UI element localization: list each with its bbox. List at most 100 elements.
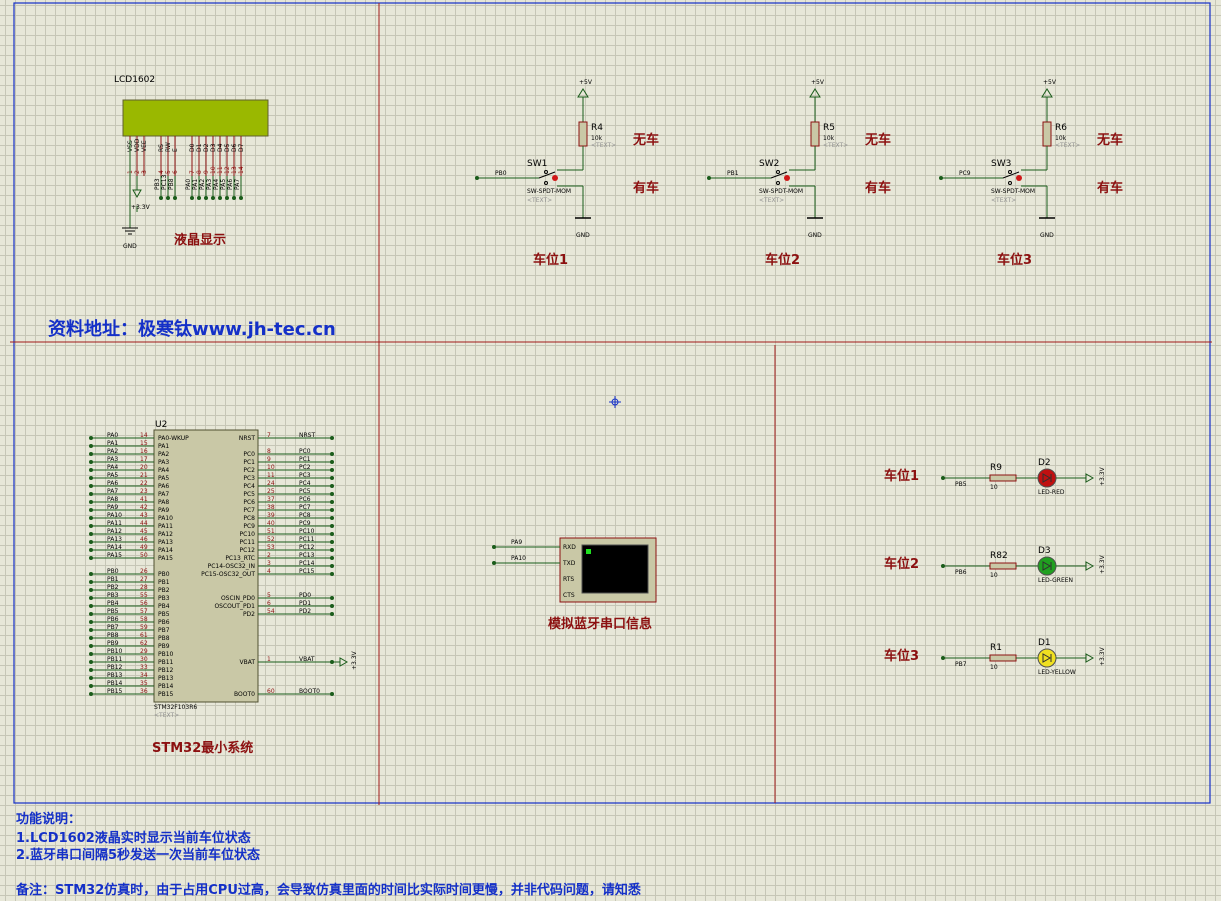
switch-button[interactable] — [784, 175, 790, 181]
mcu-net-terminal — [330, 596, 334, 600]
lcd-pin-number: 11 — [217, 166, 224, 174]
mcu-pin-number: 17 — [140, 456, 148, 463]
mcu-pin-number: 39 — [267, 512, 275, 519]
mcu-pin-number: 37 — [267, 496, 275, 503]
mcu-pin-number: 27 — [140, 576, 148, 583]
switch-text: <TEXT> — [991, 197, 1016, 204]
mcu-pin-name: PC12 — [240, 547, 256, 554]
lcd-pin-name: D0 — [189, 143, 196, 152]
mcu-pin-number: 58 — [140, 616, 148, 623]
mcu-pin-number: 6 — [267, 600, 271, 607]
mcu-pin-name: PC11 — [240, 539, 256, 546]
switch-group-2[interactable]: +5VR510k<TEXT>SW2SW-SPDT-MOM<TEXT>PB1GND… — [707, 79, 891, 268]
mcu-net-terminal — [330, 564, 334, 568]
no-car-label: 无车 — [632, 132, 659, 148]
switch-group-1[interactable]: +5VR410k<TEXT>SW1SW-SPDT-MOM<TEXT>PB0GND… — [475, 79, 659, 268]
switch-button[interactable] — [1016, 175, 1022, 181]
mcu-pin-name: PA3 — [158, 459, 169, 466]
resistor-value: 10k — [823, 135, 835, 142]
mcu-net-label: PC4 — [299, 480, 311, 487]
mcu-pin-number: 1 — [267, 656, 271, 663]
lcd-gnd-label: GND — [123, 243, 137, 250]
mcu-net-terminal — [330, 492, 334, 496]
mcu-pin-name: PB4 — [158, 603, 170, 610]
mcu-pin-number: 51 — [267, 528, 275, 535]
mcu-pin-number: 55 — [140, 592, 148, 599]
mcu-pin-number: 35 — [140, 680, 148, 687]
lcd-pin-number: 6 — [172, 170, 179, 174]
led-resistor-value: 10 — [990, 484, 998, 491]
mcu-pin-number: 43 — [140, 512, 148, 519]
lcd-pin-name: D6 — [231, 143, 238, 152]
mcu-pin-name: PC15-OSC32_OUT — [201, 571, 255, 578]
terminal-cursor — [586, 549, 591, 554]
pullup-resistor — [578, 121, 588, 147]
mcu-pin-name: PA15 — [158, 555, 173, 562]
lcd-pin-name: RS — [158, 144, 165, 152]
mcu-pin-number: 16 — [140, 448, 148, 455]
switch-group-3[interactable]: +5VR610k<TEXT>SW3SW-SPDT-MOM<TEXT>PC9GND… — [939, 79, 1123, 268]
mcu-ref: U2 — [155, 420, 167, 430]
lcd-supply-arrow — [132, 189, 142, 199]
lcd-pin-number: 4 — [158, 170, 165, 174]
led-caption: 车位2 — [884, 556, 919, 572]
mcu-net-label: PA11 — [107, 520, 122, 527]
mcu-net-label: VBAT — [299, 656, 315, 663]
terminal-net-label: PA9 — [511, 539, 522, 546]
sheet-frame — [13, 2, 1211, 804]
vcc-arrow — [577, 88, 589, 98]
bt-title: 模拟蓝牙串口信息 — [548, 616, 652, 632]
vcc-label: +5V — [811, 79, 825, 86]
led-resistor-ref: R9 — [990, 463, 1002, 473]
switch-contact — [1008, 181, 1012, 185]
net-label: PC9 — [959, 170, 971, 177]
terminal-pin-name: RXD — [563, 544, 576, 551]
mcu-pin-number: 54 — [267, 608, 275, 615]
lcd-net-label: PA4 — [213, 179, 220, 190]
lcd-pin-name: E — [172, 148, 179, 152]
led-diode-symbol — [1042, 653, 1052, 663]
mcu-pin-number: 7 — [267, 432, 271, 439]
switch-button[interactable] — [552, 175, 558, 181]
mcu-pin-name: BOOT0 — [234, 691, 255, 698]
parking-space-caption: 车位1 — [533, 252, 568, 268]
mcu-net-label: PB9 — [107, 640, 119, 647]
mcu-pin-name: PB15 — [158, 691, 174, 698]
mcu-net-label: BOOT0 — [299, 688, 320, 695]
mcu-pin-number: 2 — [267, 552, 271, 559]
mcu-pin-name: PC13_RTC — [225, 555, 255, 562]
mcu-pin-number: 23 — [140, 488, 148, 495]
lcd-net-junction — [211, 196, 215, 200]
switch-contact — [1008, 170, 1012, 174]
mcu-pin-name: OSCOUT_PD1 — [214, 603, 255, 610]
lcd1602-component[interactable]: LCD1602 VSS1VDD2VEE3RS4PB3RW5PC13E6PB8D0… — [114, 75, 269, 250]
lcd-pins: VSS1VDD2VEE3RS4PB3RW5PC13E6PB8D07PA0D18P… — [127, 136, 245, 200]
lcd-net-junction — [166, 196, 170, 200]
mcu-net-label: PA2 — [107, 448, 118, 455]
lcd-supply-label: +3.3V — [131, 204, 151, 211]
mcu-pin-number: 45 — [140, 528, 148, 535]
no-car-label: 无车 — [1096, 132, 1123, 148]
lcd-net-junction — [239, 196, 243, 200]
lcd-pin-name: RW — [165, 142, 172, 152]
gnd-label: GND — [808, 232, 822, 239]
led-type: LED-YELLOW — [1038, 669, 1076, 676]
led-resistor-ref: R82 — [990, 551, 1008, 561]
resistor-text: <TEXT> — [591, 142, 616, 149]
led-supply-label: +3.3V — [1099, 646, 1106, 666]
mcu-net-terminal — [330, 484, 334, 488]
mcu-net-terminal — [330, 612, 334, 616]
lcd-net-junction — [159, 196, 163, 200]
mcu-pin-number: 44 — [140, 520, 148, 527]
led-type: LED-GREEN — [1038, 577, 1073, 584]
switch-type: SW-SPDT-MOM — [759, 188, 803, 195]
lcd-pin-name: D4 — [217, 143, 224, 152]
mcu-pin-name: PC5 — [243, 491, 255, 498]
mcu-pin-number: 46 — [140, 536, 148, 543]
mcu-pin-number: 20 — [140, 464, 148, 471]
